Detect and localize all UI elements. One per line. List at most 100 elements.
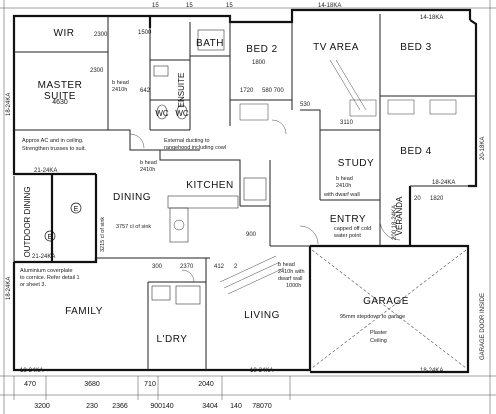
elevation-marker-e-lower: E [48,234,53,241]
room-label-bath: BATH [196,38,224,49]
note-bed2-width: 1800 [252,60,266,66]
dim-bottom2-5: 140 [230,403,242,410]
room-label-garage: GARAGE [363,296,409,307]
note-living-900: 900 [246,232,257,238]
room-label-family: FAMILY [65,306,103,317]
note-coverplate-1: Aluminium coverplate [20,268,73,274]
dim-bottom2-6: 78070 [252,403,272,410]
dimension-row-bottom-1: 470 3680 710 2040 [24,381,214,388]
note-living-2370: 2370 [180,264,194,270]
room-label-study: STUDY [338,158,374,169]
note-ensuite-642: 642 [140,88,151,94]
dim-left-2: 21-24KA [32,254,55,260]
elevation-marker-e-upper: E [74,206,79,213]
note-ensuite-2300: 2300 [94,32,108,38]
note-bed2-robe: 580 700 [262,88,284,94]
note-truss: Strengthen trusses to suit. [22,146,86,152]
note-family-bh: 2410h with [278,269,305,275]
fixtures [129,29,467,369]
note-bed4-1820: 1820 [430,196,444,202]
dim-right-3: 18-24KA [420,368,443,374]
room-label-ldry: L'DRY [157,334,188,345]
note-dining-1: 3757 cl of sink [116,224,151,230]
dim-right-2: 200 18-24KA [392,205,398,240]
room-label-wir: WIR [54,28,75,39]
dim-left-4: 18-24KA [20,368,43,374]
note-bed2-height: 1720 [240,88,254,94]
dim-bottom2-0: 3200 [34,403,50,410]
room-label-kitchen: KITCHEN [186,180,233,191]
note-ac: Approx AC and in ceiling. [22,138,84,144]
note-living-300: 300 [152,264,163,270]
note-living-412: 412 [214,264,225,270]
elevation-markers: E E [44,202,82,242]
dimension-column-left: 18-24KA 21-24KA 21-24KA 18-24KA 18-24KA … [6,93,273,374]
note-duct-2: rangehood including cowl [164,145,226,151]
outer-walls [12,8,478,374]
note-study-530: 530 [300,102,311,108]
note-family-w: dwarf wall [278,276,302,282]
note-living-2: 2 [234,264,238,270]
marker-circle [44,230,56,242]
dim-left-1: 21-24KA [34,168,57,174]
dim-top-0: 15 [152,3,159,9]
dim-bottom1-2: 710 [144,381,156,388]
dimension-column-right: 20-18KA 18-24KA 200 18-24KA 18-24KA GARA… [392,137,486,374]
note-master-bh: 2410h [112,87,127,93]
note-capped: capped off cold [334,226,371,232]
dim-left-3: 18-24KA [6,277,12,300]
room-label-bed3: BED 3 [400,42,431,53]
note-ceiling: Ceiling [370,338,387,344]
dim-bottom2-3: 900140 [150,403,173,410]
note-stepdown: 95mm stepdown to garage [340,314,405,320]
note-kitchen-bh: 2410h [140,167,155,173]
dim-left-5: 18-24KA [250,368,273,374]
dim-bottom1-1: 3680 [84,381,100,388]
note-wir-2300: 2300 [90,68,104,74]
room-label-dining: DINING [113,192,151,203]
note-water: water point [333,233,361,239]
room-label-wc-1: WC [155,109,169,118]
note-duct-1: External ducting to [164,138,210,144]
room-label-bed4: BED 4 [400,146,431,157]
note-coverplate-3: or sheet 3. [20,282,46,288]
interior-walls [14,14,476,370]
note-ensuite-1500: 1500 [138,30,152,36]
note-study-3110: 3110 [340,120,354,126]
note-plaster: Plaster [370,330,387,336]
dim-top-1: 15 [186,3,193,9]
note-entry-b: b head [336,176,353,182]
note-master-dims: 4630 [52,99,68,106]
room-label-entry: ENTRY [330,214,366,225]
dim-top-2: 15 [226,3,233,9]
note-bed4-20: 20 [414,196,421,202]
room-label-wc-2: WC [175,109,189,118]
marker-circle [70,202,82,214]
room-label-ensuite: ENSUITE [177,73,186,108]
dim-bottom2-4: 3404 [202,403,218,410]
note-coverplate-2: to cornice. Refer detail 1 [20,275,80,281]
dim-right-0: 20-18KA [480,137,486,160]
dim-top-4: 14-18KA [420,15,443,21]
dim-right-1: 18-24KA [432,180,455,186]
note-kitchen-b: b head [140,160,157,166]
dim-right-4: GARAGE DOOR INSIDE [480,293,486,360]
dim-bottom2-2: 2366 [112,403,128,410]
note-master-b: b head [112,80,129,86]
note-dining-2: 3215 cl of sink [100,217,106,252]
room-label-veranda: VERANDA [395,196,404,235]
note-entry-bh: 2410h [336,183,351,189]
dim-bottom2-1: 230 [86,403,98,410]
note-entry-w: with dwarf wall [323,192,360,198]
dimension-row-bottom-2: 3200 230 2366 900140 3404 140 78070 [34,403,272,410]
dim-bottom1-0: 470 [24,381,36,388]
note-family-1000: 1000h [286,283,301,289]
plan-notes: Approx AC and in ceiling. Strengthen tru… [20,30,444,344]
dim-bottom1-3: 2040 [198,381,214,388]
room-label-tv-area: TV AREA [313,42,359,53]
